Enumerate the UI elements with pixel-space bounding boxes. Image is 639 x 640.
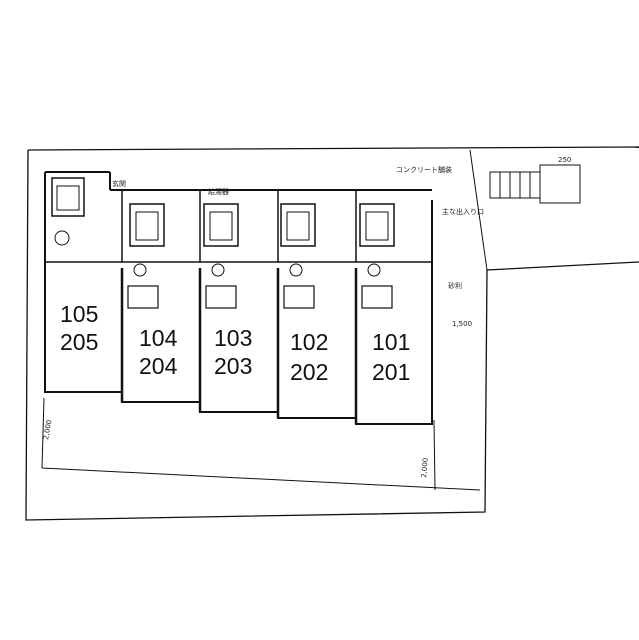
unit-number-ground: 101	[372, 329, 410, 355]
unit-number-upper: 205	[60, 329, 98, 355]
unit-number-upper: 201	[372, 359, 410, 385]
unit-105-205: 105 205	[60, 301, 98, 355]
entrance-label: 玄関	[112, 179, 126, 188]
unit-104-204: 104 204	[139, 325, 178, 379]
entry-stairs	[489, 164, 581, 204]
unit-101-201: 101 201	[372, 329, 410, 385]
unit-number-ground: 102	[290, 329, 328, 355]
water-heater-label: 給湯器	[208, 187, 229, 196]
unit-number-upper: 204	[139, 353, 178, 379]
building-outline	[44, 171, 433, 425]
dimension-2000-right: 2,000	[420, 458, 430, 479]
dimension-1500: 1,500	[452, 320, 472, 328]
dimension-2000-left: 2,000	[42, 419, 53, 440]
unit-walls	[45, 190, 432, 424]
property-boundary	[25, 146, 639, 521]
unit-number-ground: 105	[60, 301, 98, 327]
dimension-250: 250	[558, 156, 571, 164]
unit-102-202: 102 202	[290, 329, 328, 385]
unit-103-203: 103 203	[214, 325, 252, 379]
gravel-label: 砂利	[448, 281, 462, 290]
concrete-label: コンクリート舗装	[396, 165, 452, 174]
unit-number-ground: 104	[139, 325, 178, 351]
unit-number-ground: 103	[214, 325, 252, 351]
bath-fixtures	[51, 177, 395, 277]
unit-number-upper: 203	[214, 353, 252, 379]
unit-number-upper: 202	[290, 359, 328, 385]
main-entrance-label: 主な出入り口	[442, 207, 484, 216]
